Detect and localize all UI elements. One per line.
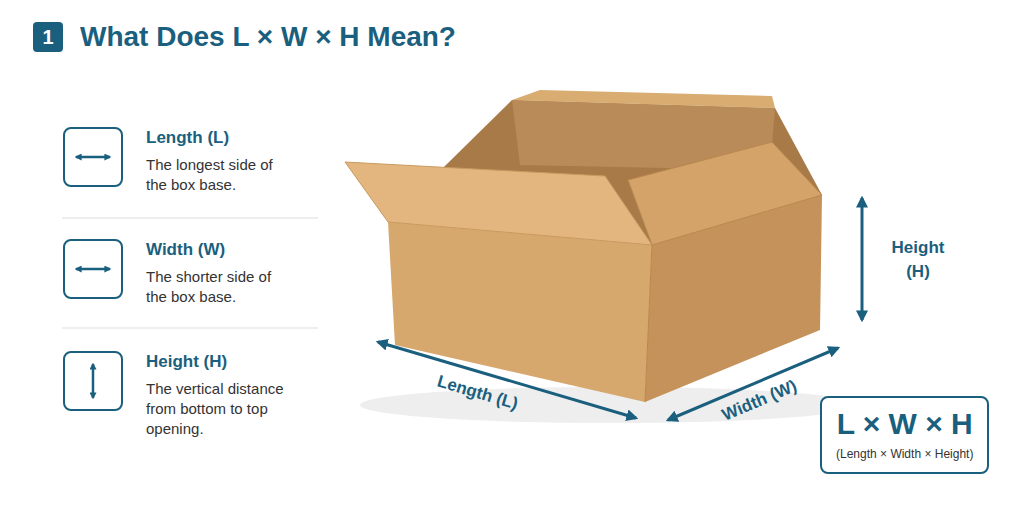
width-icon: [64, 240, 122, 298]
formula-box: L × W × H (Length × Width × Height): [820, 396, 989, 474]
height-icon: [64, 352, 122, 410]
term-description: The longest side of the box base.: [146, 155, 296, 195]
length-arrow: [378, 342, 636, 418]
formula-text: L × W × H: [836, 406, 973, 442]
term-heading: Height (H): [146, 351, 227, 373]
separator-line: [62, 328, 318, 329]
cardboard-box: [345, 90, 860, 423]
separator-line: [62, 218, 318, 219]
term-description: The vertical distance from bottom to top…: [146, 379, 314, 439]
number-badge: 1: [33, 22, 63, 52]
dimension-label: Width (W): [719, 375, 800, 426]
diagram-title: What Does L × W × H Mean?: [80, 19, 456, 55]
length-icon: [64, 128, 122, 186]
height-arrow: [861, 198, 864, 320]
term-description: The shorter side of the box base.: [146, 267, 296, 307]
term-heading: Length (L): [146, 127, 229, 149]
dimension-label: Height (H): [878, 236, 958, 284]
badge-number: 1: [42, 25, 53, 49]
formula-caption: (Length × Width × Height): [836, 446, 973, 462]
dimension-label: Length (L): [435, 371, 521, 416]
term-heading: Width (W): [146, 239, 225, 261]
